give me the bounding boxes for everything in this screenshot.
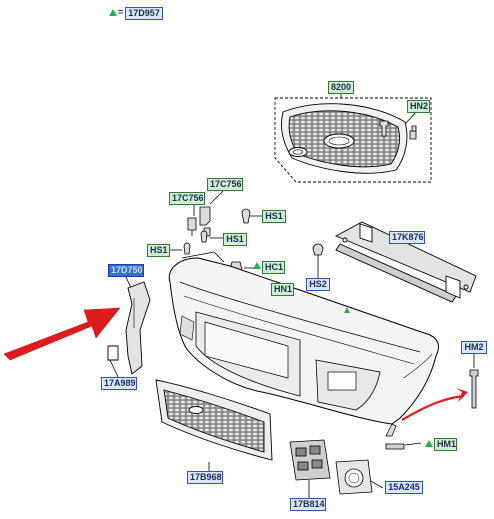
red-arrow-left: [3, 307, 121, 361]
callout-hs1-left: HS1: [147, 244, 170, 257]
leader-line: [368, 479, 384, 489]
green-marker: [344, 307, 350, 313]
lower-grille: [155, 379, 273, 461]
leader-line: [109, 359, 119, 378]
callout-17d750: 17D750: [108, 264, 144, 277]
red-arrow-right: [401, 394, 465, 421]
callout-17b814: 17B814: [290, 498, 326, 511]
bumper-cover: [168, 251, 439, 437]
callout-8200: 8200: [328, 81, 354, 94]
brackets-and-screws: [183, 206, 324, 292]
callout-15a245: 15A245: [385, 481, 423, 494]
legend-code: 17D957: [125, 7, 163, 20]
fog-lamp: [289, 439, 331, 481]
upper-grille: [274, 97, 432, 183]
callout-17c756-upper: 17C756: [207, 178, 243, 191]
legend-equals: =: [118, 7, 124, 17]
callout-hs1-right: HS1: [262, 210, 286, 223]
callout-hm2: HM2: [461, 341, 487, 354]
side-bracket: [107, 281, 151, 375]
callout-17b968: 17B968: [187, 471, 223, 484]
fog-lamp-bezel: [335, 459, 373, 495]
leader-line: [404, 442, 422, 446]
hn2-clips: [379, 120, 417, 140]
bumper-beam: [334, 221, 477, 303]
fasteners-hm: [385, 369, 479, 450]
callout-17a989: 17A989: [101, 377, 137, 390]
callout-hs2: HS2: [306, 278, 330, 291]
leader-line: [209, 188, 226, 205]
callout-17c756-lower: 17C756: [169, 192, 205, 205]
callout-17k876: 17K876: [389, 231, 425, 244]
callout-hn2: HN2: [407, 100, 430, 113]
green-triangle-icon: [109, 9, 117, 16]
leader-line: [125, 276, 132, 289]
callout-hn1: HN1: [271, 283, 294, 296]
callout-hm1: HM1: [434, 438, 457, 451]
callout-hs1-middle: HS1: [223, 233, 247, 246]
green-triangle-icon: [425, 440, 433, 447]
callout-hc1: HC1: [262, 261, 285, 274]
green-triangle-icon: [253, 262, 261, 269]
